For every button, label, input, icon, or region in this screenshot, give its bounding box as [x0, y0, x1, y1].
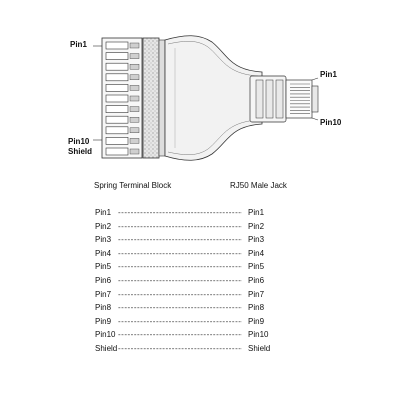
mapping-right-pin: Shield [248, 344, 271, 353]
mapping-left-pin: Pin2 [95, 221, 112, 231]
terminal-slot [105, 137, 129, 145]
rj50-plug [285, 79, 319, 119]
terminal-slot [105, 94, 129, 103]
label-left-shield: Shield [68, 147, 93, 156]
mapping-right-pin: Pin8 [248, 303, 265, 313]
mapping-left-pin: Pin1 [95, 208, 112, 217]
mapping-connector-line: ----------------------------------------… [118, 344, 242, 353]
terminal-slot [105, 105, 129, 113]
mapping-left-pin: Pin8 [95, 303, 112, 313]
spring-release [129, 116, 140, 123]
terminal-slot [105, 84, 129, 92]
mapping-left-pin: Pin9 [95, 316, 112, 326]
mapping-connector-line: ----------------------------------------… [118, 276, 242, 285]
mapping-left-pin: Pin5 [95, 262, 112, 272]
mapping-connector-line: ----------------------------------------… [118, 208, 242, 217]
mapping-right-pin: Pin1 [248, 208, 265, 217]
mapping-right-pin: Pin5 [248, 262, 265, 272]
mapping-connector-line: ----------------------------------------… [118, 316, 242, 326]
spring-release [129, 85, 140, 91]
spring-release [129, 63, 140, 70]
spring-release [129, 53, 140, 59]
mapping-connector-line: ----------------------------------------… [118, 221, 242, 231]
mapping-left-pin: Pin7 [95, 289, 112, 299]
mapping-left-pin: Pin6 [95, 276, 112, 285]
mapping-right-pin: Pin7 [248, 289, 265, 299]
mapping-right-pin: Pin10 [248, 330, 269, 340]
mapping-left-pin: Pin10 [95, 330, 116, 340]
terminal-slot [105, 73, 129, 82]
spring-release [129, 42, 140, 49]
terminal-slot [105, 52, 129, 60]
caption-terminal-block: Spring Terminal Block [94, 181, 172, 190]
mapping-right-pin: Pin6 [248, 276, 265, 285]
label-right-pin1: Pin1 [320, 70, 337, 79]
mapping-connector-line: ----------------------------------------… [118, 235, 242, 245]
mapping-connector-line: ----------------------------------------… [118, 289, 242, 299]
speckled-insulation [142, 37, 160, 159]
mapping-right-pin: Pin4 [248, 248, 265, 258]
label-left-pin1: Pin1 [70, 40, 87, 49]
mapping-connector-line: ----------------------------------------… [118, 330, 242, 340]
strain-relief [249, 75, 287, 123]
spring-release [129, 148, 140, 155]
adapter-shell [164, 35, 263, 161]
terminal-slot [105, 115, 129, 124]
caption-rj50-jack: RJ50 Male Jack [230, 181, 287, 190]
label-right-pin10: Pin10 [320, 118, 342, 127]
mapping-right-pin: Pin3 [248, 235, 265, 245]
terminal-slots [105, 41, 140, 156]
terminal-slot [105, 41, 129, 50]
terminal-slot [105, 147, 129, 156]
mapping-left-pin: Shield [95, 344, 118, 353]
strain-relief-rib [265, 79, 274, 119]
spring-release [129, 106, 140, 112]
terminal-slot [105, 126, 129, 135]
mapping-right-pin: Pin9 [248, 316, 265, 326]
spring-release [129, 138, 140, 144]
mapping-connector-line: ----------------------------------------… [118, 303, 242, 313]
mapping-left-pin: Pin4 [95, 248, 112, 258]
terminal-block [101, 37, 166, 159]
mapping-connector-line: ----------------------------------------… [118, 262, 242, 272]
mapping-right-pin: Pin2 [248, 221, 265, 231]
label-left-pin10: Pin10 [68, 137, 90, 146]
strain-relief-rib [275, 79, 284, 119]
mapping-left-pin: Pin3 [95, 235, 112, 245]
spring-release [129, 74, 140, 81]
terminal-slot [105, 62, 129, 71]
spring-release [129, 95, 140, 102]
spring-release [129, 127, 140, 134]
mapping-connector-line: ----------------------------------------… [118, 248, 242, 258]
strain-relief-rib [255, 79, 264, 119]
